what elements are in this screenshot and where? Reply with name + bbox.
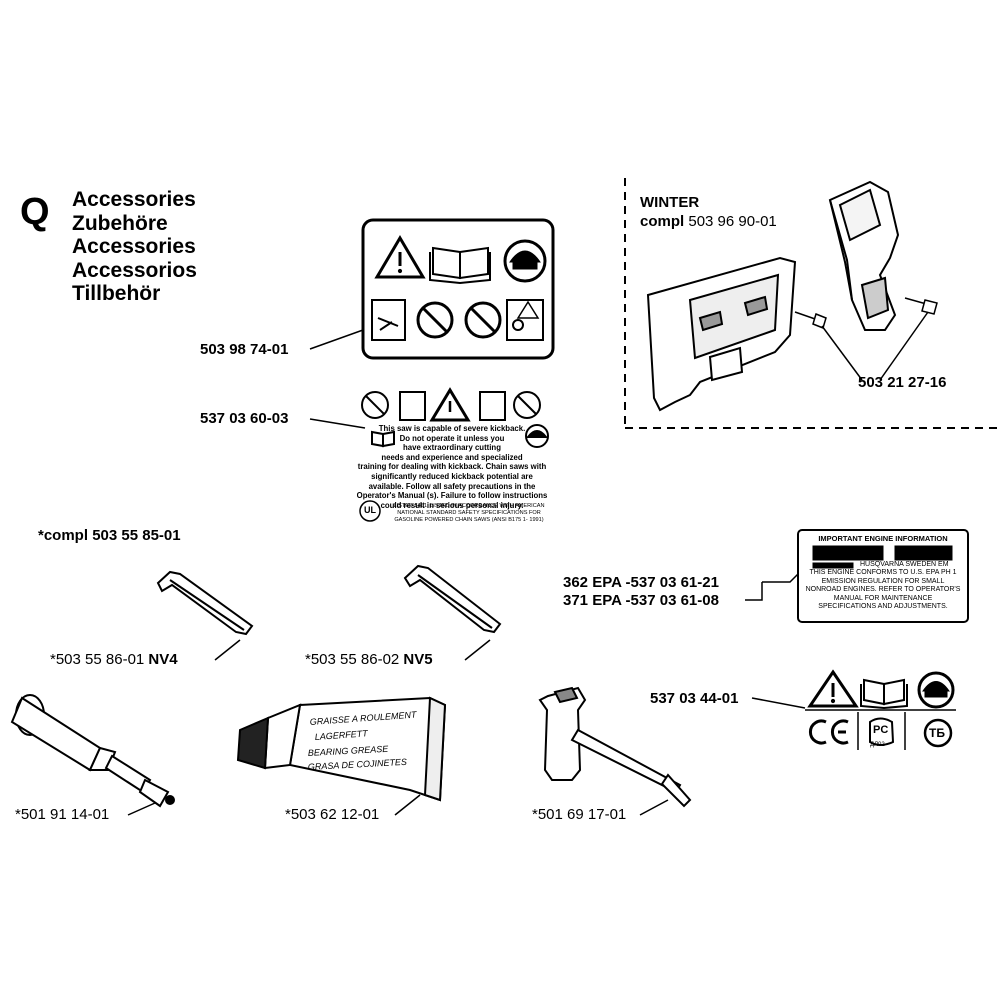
winter-compl-prefix: compl [640, 213, 685, 230]
ul-mark: UL [364, 505, 376, 515]
kit-heading: *compl 503 55 85-01 [38, 527, 181, 544]
warning-sign-label [361, 218, 555, 360]
ul-text: LISTED 54L1. LISTED IN ACCORDANCE WITH A… [384, 503, 554, 524]
part-label-sign: 503 98 74-01 [200, 341, 289, 358]
leader-sign-label [309, 329, 364, 350]
title-sv: Tillbehör [72, 282, 161, 305]
title-en: Accessories [72, 188, 196, 211]
part-kickback-label: 537 03 60-03 [200, 410, 289, 427]
gost-sub: ДЛ02 [870, 742, 885, 748]
kickback-line-5: training for dealing with kickback. Chai… [357, 462, 547, 472]
engine-line-1: THIS ENGINE CONFORMS TO U.S. EPA PH 1 [809, 569, 957, 576]
winter-title: WINTER [640, 194, 700, 211]
kickback-text: This saw is capable of severe kickback. … [352, 424, 552, 510]
part-combi-wrench: *501 69 17-01 [532, 806, 627, 823]
leader-epa-362 [762, 573, 799, 583]
kickback-line-9: could result in serious personal injury. [380, 500, 524, 510]
key4-label: *503 55 86-01 NV4 [50, 651, 178, 668]
engine-info-label [797, 529, 969, 623]
gost-mark: PC [873, 724, 889, 736]
leader-grease-gun [127, 802, 156, 816]
tube-text-3: BEARING GREASE [308, 744, 390, 758]
hex-key-nv4 [156, 570, 254, 636]
engine-line-2: EMISSION REGULATION FOR SMALL [821, 577, 945, 585]
winter-screws [794, 297, 938, 330]
winter-compl-number: 503 96 90-01 [688, 213, 777, 230]
kickback-line-7: available. Follow all safety precautions… [368, 481, 536, 491]
winter-screw-part: 503 21 27-16 [858, 374, 947, 391]
leader-nv4 [214, 639, 241, 661]
engine-info-header: IMPORTANT ENGINE INFORMATION [818, 534, 948, 543]
section-letter: Q [20, 191, 50, 233]
leader-kickback-label [309, 418, 366, 429]
engine-info-maker: HUSQVARNA SWEDEN EM [860, 561, 949, 568]
kickback-line-8: Operator's Manual (s). Failure to follow… [356, 491, 548, 501]
ul-line-2: NATIONAL STANDARD SAFETY SPECIFICATIONS … [397, 510, 541, 516]
winter-compl: compl 503 96 90-01 [640, 213, 777, 230]
kickback-line-4: needs and experience and specialized [381, 452, 523, 462]
kickback-line-1: This saw is capable of severe kickback. [378, 424, 526, 433]
hex-key-nv5 [403, 564, 502, 634]
engine-line-3: NONROAD ENGINES. REFER TO OPERATOR'S [805, 586, 961, 594]
kickback-line-3: have extraordinary cutting [403, 443, 501, 453]
part-grease-tube: *503 62 12-01 [285, 806, 380, 823]
part-symbol-label: 537 03 44-01 [650, 690, 739, 707]
screw-leaders [821, 311, 929, 381]
part-grease-gun: *501 91 14-01 [15, 806, 110, 823]
tube-text-2: LAGERFETT [314, 728, 369, 742]
part-epa-362: 362 EPA -537 03 61-21 [563, 574, 719, 591]
ul-line-3: GASOLINE POWERED CHAIN SAWS (ANSI B175 1… [394, 517, 544, 523]
engine-info-body: THIS ENGINE CONFORMS TO U.S. EPA PH 1 EM… [798, 569, 968, 612]
kit-prefix: *compl [38, 527, 89, 544]
key5-label: *503 55 86-02 NV5 [305, 651, 433, 668]
leader-epa-371 [745, 582, 763, 601]
kickback-line-6: significantly reduced kickback potential… [371, 471, 533, 481]
engine-line-5: SPECIFICATIONS AND ADJUSTMENTS. [818, 603, 948, 611]
key4-number: *503 55 86-01 [50, 651, 145, 668]
grease-tube-drawing [236, 696, 447, 802]
kit-number: 503 55 85-01 [92, 527, 181, 544]
title-de: Zubehöre [72, 211, 168, 235]
part-epa-371: 371 EPA -537 03 61-08 [563, 592, 719, 609]
winter-snow-guard [828, 180, 900, 331]
kickback-line-2: Do not operate it unless you [399, 433, 505, 443]
leader-grease-tube [394, 794, 421, 816]
key5-number: *503 55 86-02 [305, 651, 400, 668]
combi-wrench-drawing [538, 686, 692, 808]
key5-code: NV5 [403, 651, 433, 668]
title-fr: Accessories [72, 235, 196, 258]
ul-line-1: LISTED 54L1. LISTED IN ACCORDANCE WITH A… [393, 503, 545, 509]
winter-cover-plate [646, 256, 797, 412]
symbol-label [751, 669, 956, 750]
tb-mark: TБ [929, 726, 945, 740]
leader-combi-wrench [639, 799, 669, 816]
key4-code: NV4 [148, 651, 178, 668]
winter-kit-frame [624, 178, 1000, 429]
kickback-label-icons [359, 387, 549, 522]
grease-gun-drawing [10, 694, 175, 808]
engine-line-4: MANUAL FOR MAINTENANCE [833, 594, 933, 602]
section-titles: Accessories Zubehöre Accessories Accesso… [72, 188, 197, 306]
title-es: Accessorios [72, 258, 197, 282]
leader-nv5 [464, 639, 491, 661]
